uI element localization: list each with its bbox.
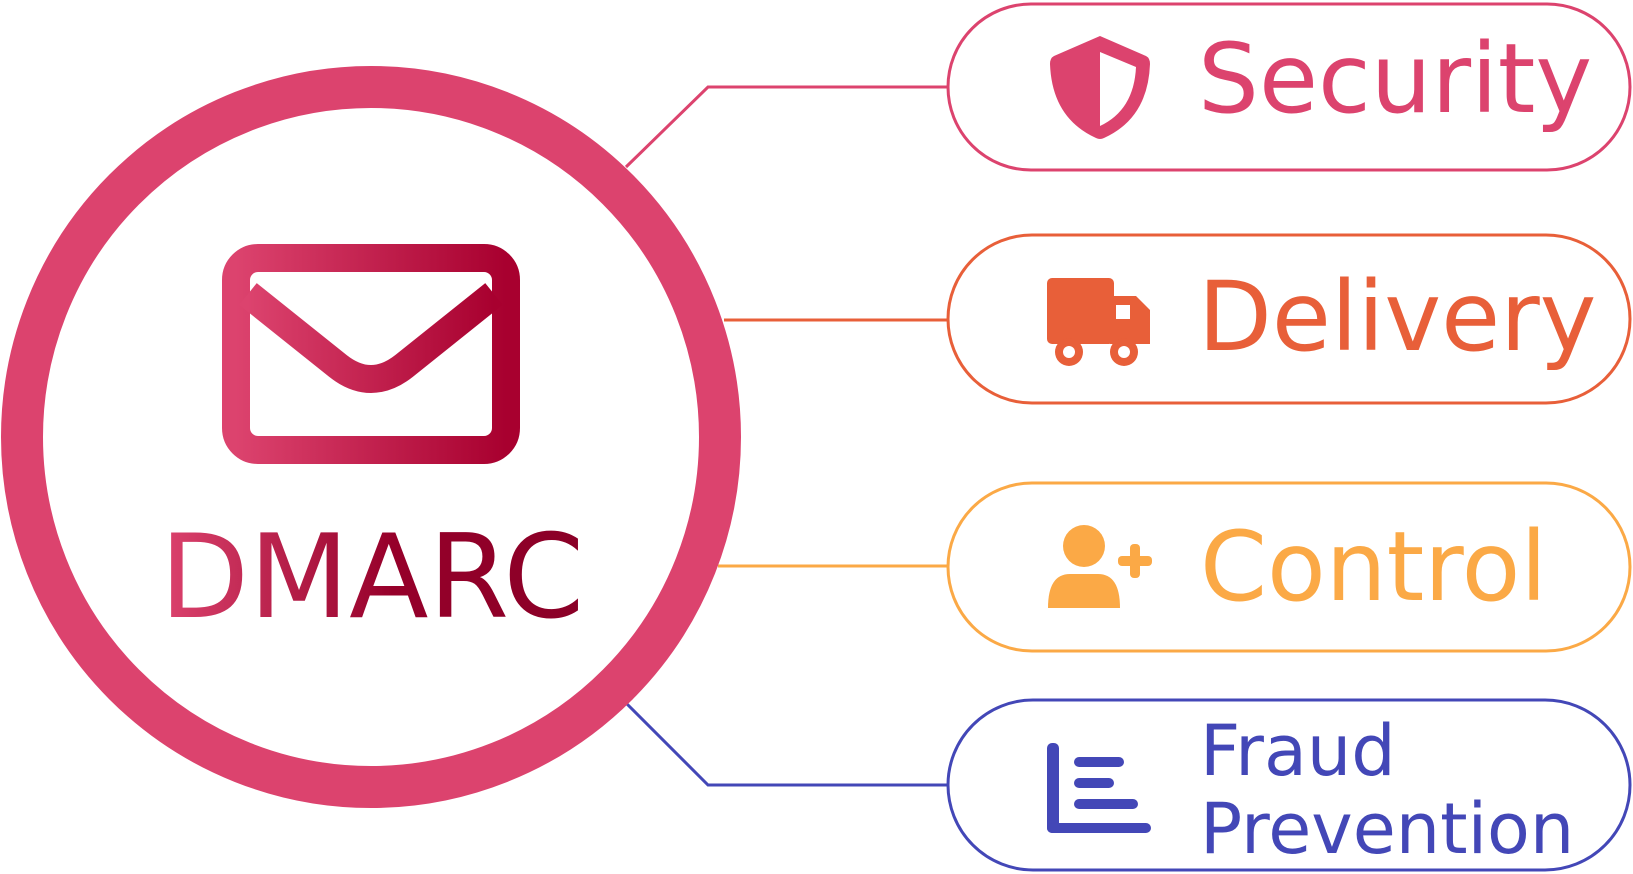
shield-icon (1050, 36, 1150, 139)
item-fraud-prevention: Fraud Prevention (946, 698, 1632, 872)
connector-security (624, 85, 948, 169)
item-security: Security (946, 2, 1632, 172)
add-user-icon (1048, 525, 1152, 608)
item-control: Control (946, 481, 1632, 653)
item-label-control: Control (1200, 511, 1547, 623)
item-label-security: Security (1198, 23, 1592, 135)
item-label-delivery: Delivery (1198, 261, 1596, 373)
center-label: DMARC (160, 510, 585, 645)
item-label-prevention: Prevention (1200, 788, 1574, 870)
envelope-icon (222, 244, 520, 464)
item-delivery: Delivery (946, 233, 1632, 405)
list-icon (1047, 743, 1151, 833)
connector-fraud-prevention (624, 701, 948, 787)
item-label-fraud: Fraud (1200, 710, 1396, 792)
pill-control (946, 481, 1632, 653)
truck-icon (1047, 278, 1150, 366)
